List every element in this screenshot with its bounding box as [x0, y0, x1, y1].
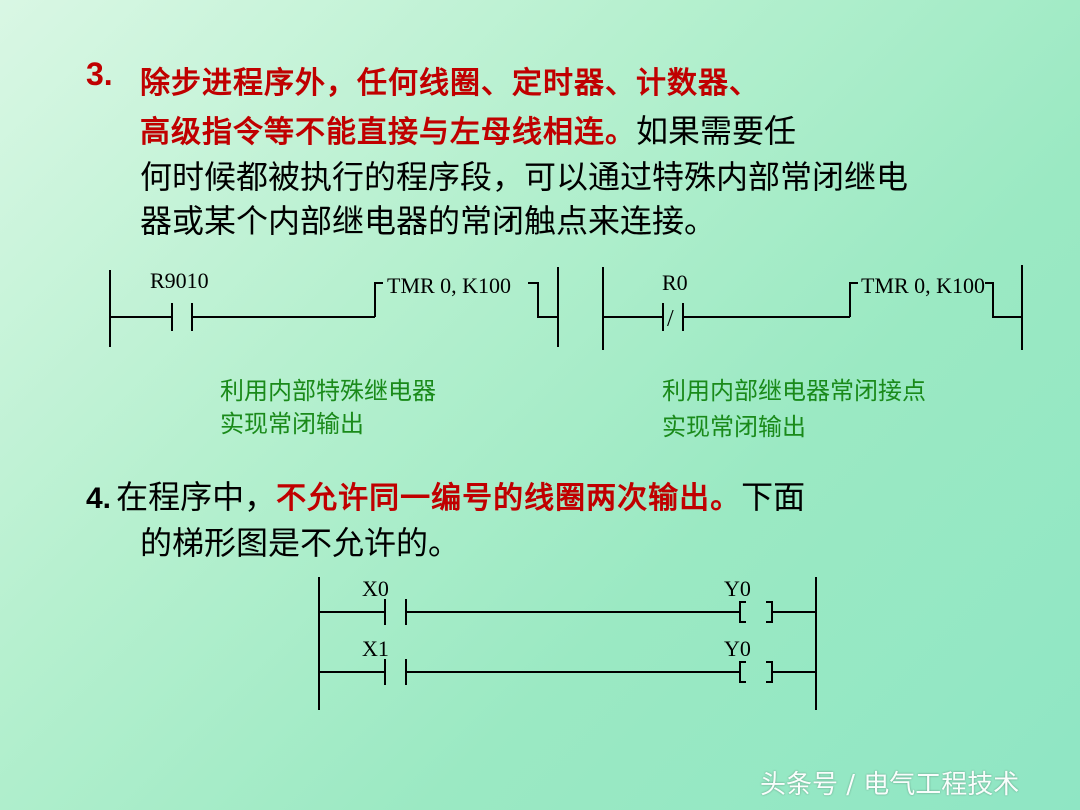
ladder-2-caption-line-2: 实现常闭输出: [662, 413, 806, 441]
point-4-line-1-black-b: 下面: [741, 478, 806, 516]
ladder-1-coil-label: TMR 0, K100: [387, 273, 511, 298]
ladder-3-rung-1-contact-label: X0: [362, 576, 389, 601]
ladder-3-rung-2-contact-label: X1: [362, 636, 389, 661]
ladder-2-contact-symbol: /: [667, 306, 674, 332]
point-4-line-2: 的梯形图是不允许的。: [140, 524, 461, 562]
point-3-line-3: 何时候都被执行的程序段，可以通过特殊内部常闭继电: [140, 158, 909, 196]
point-3-line-2-red: 高级指令等不能直接与左母线相连。: [140, 115, 636, 150]
point-3-line-2: 高级指令等不能直接与左母线相连。如果需要任: [140, 106, 796, 152]
point-4-line-1: 4. 在程序中，不允许同一编号的线圈两次输出。下面: [86, 472, 805, 518]
ladder-3-rung-1-coil-label: Y0: [724, 576, 751, 601]
ladder-diagram-1: [109, 267, 559, 347]
ladder-diagrams-top: R9010 TMR 0, K100 / R0 TMR 0, K100: [109, 265, 1023, 350]
ladder-diagram-2: [602, 265, 1023, 350]
point-4-line-1-black-a: 在程序中，: [116, 478, 277, 516]
ladder-diagram-3: X0 Y0 X1 Y0: [318, 576, 817, 710]
point-3-number: 3.: [86, 56, 113, 92]
ladder-2-caption-line-1: 利用内部继电器常闭接点: [662, 377, 926, 405]
ladder-3-rung-2-coil-label: Y0: [724, 636, 751, 661]
point-3-line-1: 除步进程序外，任何线圈、定时器、计数器、: [140, 66, 760, 101]
ladder-1-contact-label: R9010: [150, 268, 209, 293]
ladder-2-coil-label: TMR 0, K100: [861, 273, 985, 298]
point-3-line-4: 器或某个内部继电器的常闭触点来连接。: [140, 202, 717, 240]
point-4-number: 4.: [86, 482, 112, 515]
ladder-2-contact-label: R0: [662, 270, 688, 295]
point-3-line-2-black: 如果需要任: [636, 112, 797, 150]
ladder-1-caption-line-2: 实现常闭输出: [220, 410, 364, 438]
point-4-line-1-red: 不允许同一编号的线圈两次输出。: [276, 481, 742, 516]
watermark: 头条号 / 电气工程技术: [760, 770, 1020, 800]
ladder-1-caption-line-1: 利用内部特殊继电器: [220, 377, 436, 405]
